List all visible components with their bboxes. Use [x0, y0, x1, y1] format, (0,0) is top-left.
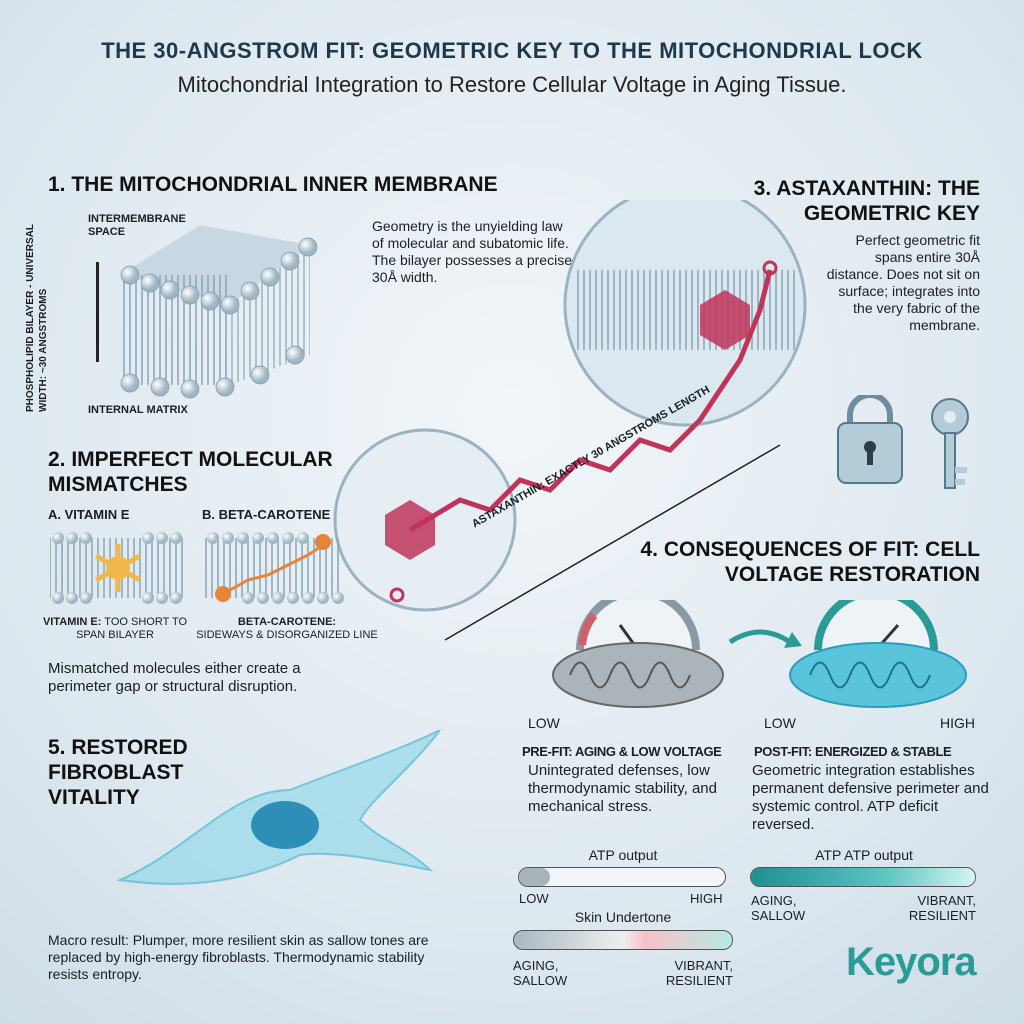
bilayer-label-line1: PHOSPHOLIPID BILAYER - UNIVERSAL: [25, 224, 36, 412]
skin-undertone-title: Skin Undertone: [574, 909, 672, 925]
section3-description: Perfect geometric fit spans entire 30Å d…: [826, 232, 980, 333]
post-fit-title: POST-FIT: ENERGIZED & STABLE: [754, 744, 952, 759]
page-title: THE 30-ANGSTROM FIT: GEOMETRIC KEY TO TH…: [101, 38, 923, 63]
nucleus: [251, 801, 319, 849]
fibroblast-illustration: [116, 730, 441, 885]
vitamin-e-caption-text: TOO SHORT TO SPAN BILAYER: [76, 616, 188, 641]
arrow-icon: [728, 629, 792, 645]
astaxanthin-ring-upper: [700, 290, 750, 350]
mitochondria-gauges-illustration: [552, 600, 967, 708]
post-atp-fill: [751, 868, 975, 886]
pre-gauge-low: LOW: [528, 715, 560, 731]
skin-high-label: VIBRANT, RESILIENT: [665, 958, 733, 988]
pre-fit-title: PRE-FIT: AGING & LOW VOLTAGE: [522, 744, 722, 759]
vitamin-e-caption-bold: VITAMIN E:: [42, 616, 102, 628]
pre-atp-bar: [518, 867, 726, 887]
pre-atp-low: LOW: [519, 891, 549, 906]
pre-atp-fill: [519, 868, 550, 886]
section4-heading: 4. CONSEQUENCES OF FIT: CELL VOLTAGE RES…: [640, 538, 980, 586]
vitamin-e-title: A. VITAMIN E: [48, 507, 130, 522]
post-atp-low: AGING, SALLOW: [751, 893, 806, 923]
post-atp-title: ATP ATP output: [815, 847, 913, 863]
post-fit-description: Geometric integration establishes perman…: [752, 762, 989, 833]
post-gauge-low: LOW: [764, 715, 796, 731]
beta-carotene-title: B. BETA-CAROTENE: [202, 507, 331, 522]
section1-description: Geometry is the unyielding law of molecu…: [372, 218, 572, 285]
lock-icon: [837, 395, 903, 484]
vitamin-e-caption: VITAMIN E: TOO SHORT TO SPAN BILAYER: [40, 616, 190, 642]
beta-carotene-molecule: [215, 534, 331, 602]
section2-heading: 2. IMPERFECT MOLECULAR MISMATCHES: [48, 448, 333, 496]
keyora-logo: Keyora: [846, 940, 977, 984]
skin-undertone-bar: [513, 930, 733, 950]
pre-fit-mitochondrion: [552, 642, 724, 708]
matrix-label: INTERNAL MATRIX: [88, 404, 188, 416]
post-atp-bar: [750, 867, 976, 887]
skin-low-label: AGING, SALLOW: [513, 958, 568, 988]
intermembrane-label: INTERMEMBRANE SPACE: [88, 213, 186, 238]
lock-and-key-illustration: [837, 395, 969, 489]
post-gauge: [814, 600, 938, 651]
key-icon: [931, 398, 969, 489]
astaxanthin-ring-lower: [385, 500, 435, 560]
page-subtitle: Mitochondrial Integration to Restore Cel…: [177, 72, 847, 97]
pre-atp-high: HIGH: [690, 891, 723, 906]
bilayer-label-line2: WIDTH: ~30 ANGSTROMS: [38, 288, 49, 412]
pre-atp-title: ATP output: [588, 847, 658, 863]
vitamin-e-molecule: [94, 544, 142, 592]
post-atp-high: VIBRANT, RESILIENT: [908, 893, 976, 923]
mismatch-illustrations: [50, 532, 344, 604]
post-gauge-high: HIGH: [940, 715, 975, 731]
post-fit-mitochondrion: [789, 642, 967, 708]
beta-carotene-caption: BETA-CAROTENE:SIDEWAYS & DISORGANIZED LI…: [192, 616, 382, 642]
beta-carotene-caption-bold: BETA-CAROTENE:: [237, 616, 337, 628]
astaxanthin-chain: [408, 269, 773, 533]
bilayer-block-illustration: [120, 225, 318, 399]
section2-description: Mismatched molecules either create a per…: [48, 660, 301, 695]
astaxanthin-membrane-illustration: [333, 200, 807, 641]
section5-heading: 5. RESTORED FIBROBLAST VITALITY: [48, 736, 188, 809]
section5-description: Macro result: Plumper, more resilient sk…: [48, 932, 429, 982]
section3-heading: 3. ASTAXANTHIN: THE GEOMETRIC KEY: [753, 177, 980, 225]
width-bracket: [96, 262, 99, 362]
beta-carotene-caption-text: SIDEWAYS & DISORGANIZED LINE: [196, 629, 378, 641]
pre-fit-description: Unintegrated defenses, low thermodynamic…: [528, 762, 717, 815]
section1-heading: 1. THE MITOCHONDRIAL INNER MEMBRANE: [48, 173, 498, 196]
